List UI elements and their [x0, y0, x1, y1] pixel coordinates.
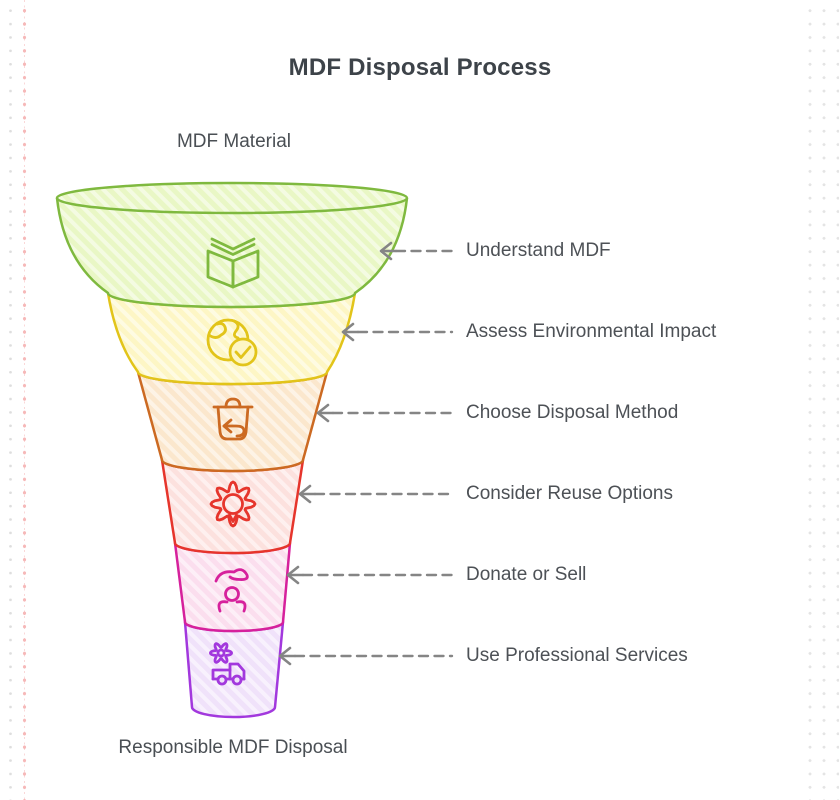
stage-label-5: Donate or Sell	[466, 564, 587, 585]
trash-restore-icon	[212, 397, 254, 441]
gear-truck-icon	[209, 642, 246, 686]
stage-label-6: Use Professional Services	[466, 645, 688, 666]
globe-check-icon	[206, 318, 258, 367]
funnel-bottom-label: Responsible MDF Disposal	[118, 737, 348, 758]
pointer-arrow-5	[286, 565, 454, 585]
funnel-stage-2	[106, 291, 357, 386]
funnel-stage-1	[55, 181, 409, 309]
pointer-arrow-6	[278, 646, 454, 666]
pointer-arrow-1	[379, 241, 454, 261]
funnel-stage-3	[136, 370, 329, 473]
stage-label-2: Assess Environmental Impact	[466, 321, 717, 342]
stage-label-4: Consider Reuse Options	[466, 483, 673, 504]
pointer-arrow-4	[298, 484, 454, 504]
stage-label-3: Choose Disposal Method	[466, 402, 679, 423]
hand-care-icon	[214, 568, 249, 613]
pointer-arrow-3	[316, 403, 454, 423]
open-book-icon	[206, 237, 260, 289]
funnel-stage-4	[160, 458, 305, 555]
pointer-arrow-2	[341, 322, 454, 342]
stage-label-1: Understand MDF	[466, 240, 611, 261]
funnel-top-label: MDF Material	[176, 131, 291, 152]
gear-bulb-icon	[209, 480, 257, 528]
funnel-mouth-rim	[55, 197, 409, 215]
page-title: MDF Disposal Process	[288, 54, 552, 81]
funnel-stage-6	[183, 620, 285, 719]
